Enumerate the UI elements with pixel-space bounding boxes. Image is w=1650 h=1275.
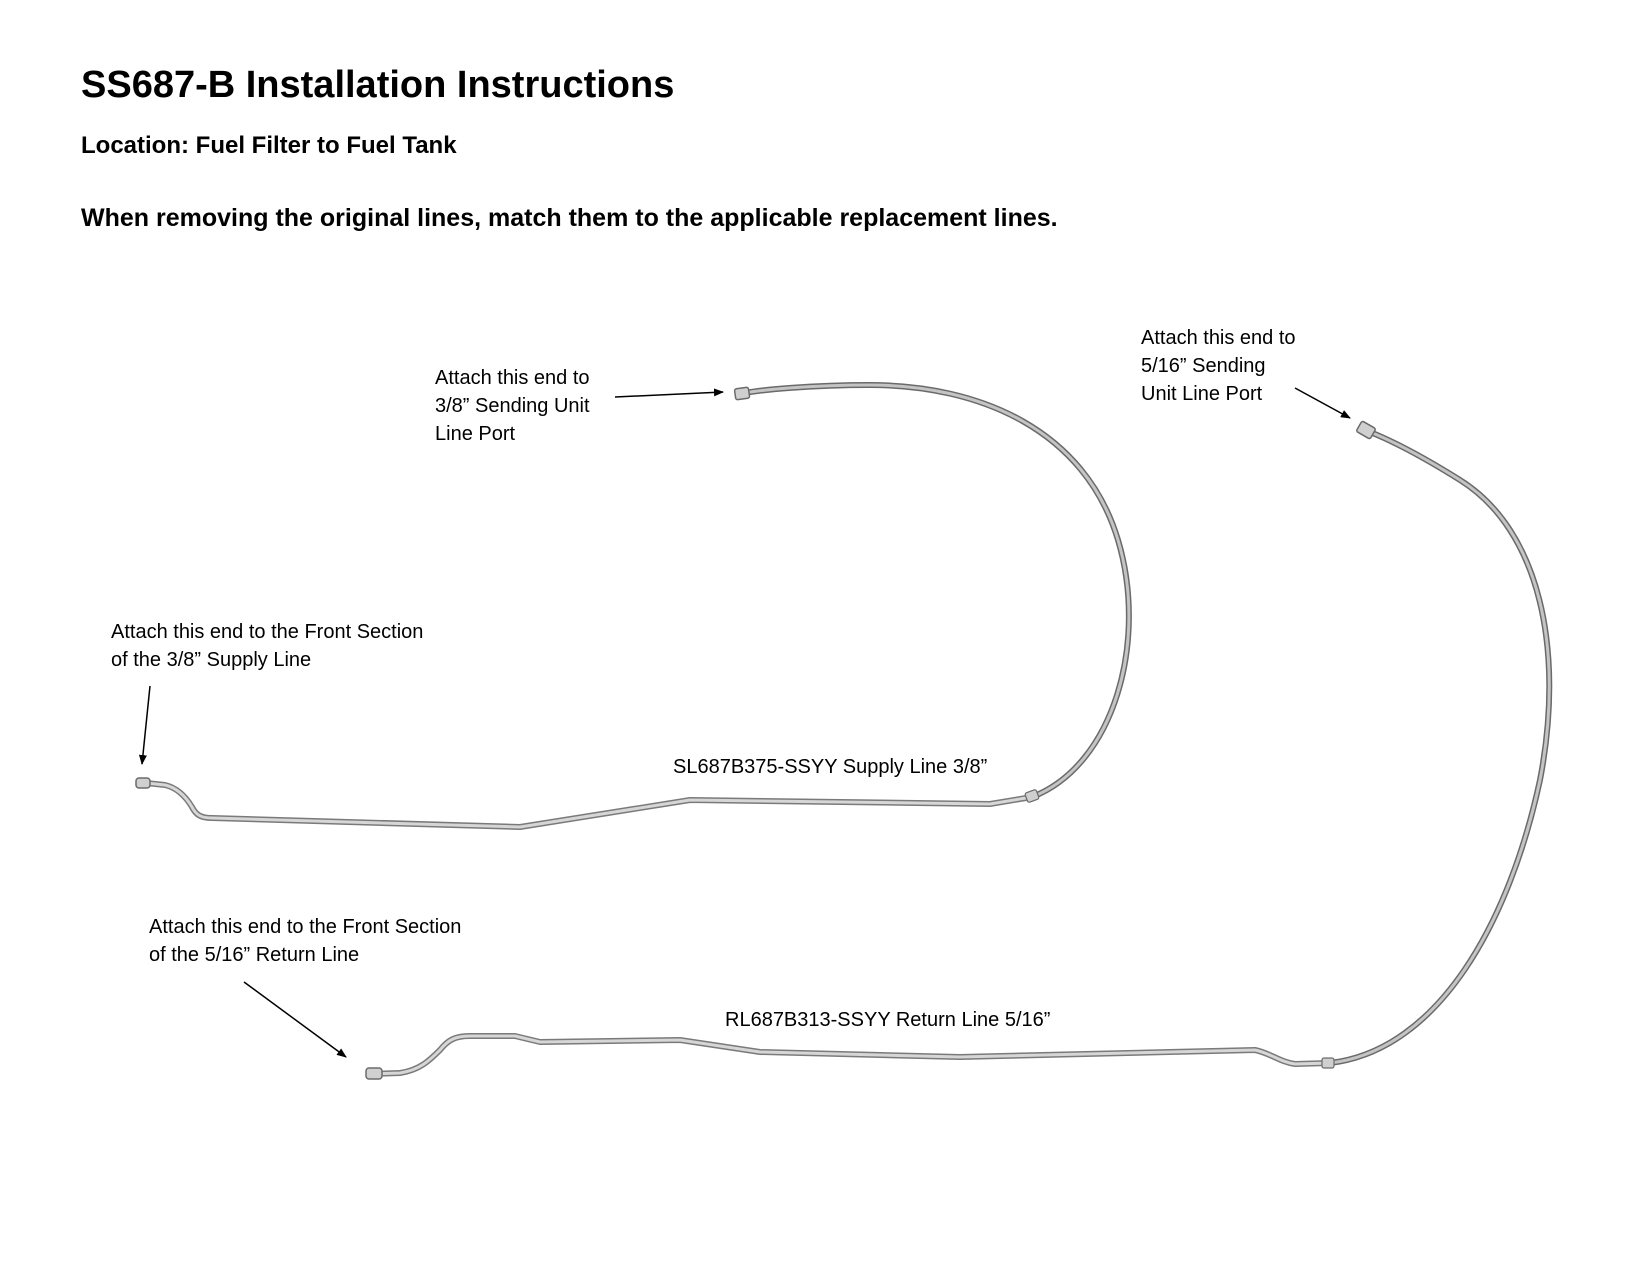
return-line-braided-outline <box>1327 429 1553 1066</box>
supply-line-front-fitting <box>135 777 151 789</box>
callout-line: Unit Line Port <box>1141 383 1263 405</box>
callout-line: Attach this end to the Front Section <box>149 916 462 938</box>
arrow-return-front-end <box>243 981 347 1058</box>
return-line-front-fitting <box>365 1067 383 1080</box>
callout-line: Attach this end to <box>435 367 590 389</box>
return-line-tank-fitting <box>1356 420 1376 440</box>
callout-line: Attach this end to the Front Section <box>111 621 424 643</box>
arrow-supply-front-end <box>138 685 151 765</box>
callout-supply-front-end: Attach this end to the Front Section of … <box>111 618 423 674</box>
supply-line-braided-outline <box>742 381 1132 800</box>
supply-line-tank-fitting <box>733 386 751 401</box>
callout-return-tank-end: Attach this end to 5/16” Sending Unit Li… <box>1141 324 1296 408</box>
arrow-supply-tank-end <box>614 388 724 398</box>
return-line-rigid-fill <box>370 1034 1332 1076</box>
supply-line-rigid-fill <box>144 781 1034 829</box>
page-title: SS687-B Installation Instructions <box>81 64 675 106</box>
return-line <box>365 420 1553 1080</box>
callout-line: 3/8” Sending Unit <box>435 395 590 417</box>
supply-line <box>135 381 1132 830</box>
callout-supply-tank-end: Attach this end to 3/8” Sending Unit Lin… <box>435 364 590 448</box>
callout-line: 5/16” Sending <box>1141 355 1266 377</box>
callout-line: Attach this end to <box>1141 327 1296 349</box>
return-line-part-label: RL687B313-SSYY Return Line 5/16” <box>725 1009 1051 1031</box>
return-line-braided-fill <box>1328 430 1551 1065</box>
instruction-text: When removing the original lines, match … <box>81 204 1058 232</box>
supply-line-braided-fill <box>743 383 1131 799</box>
callout-line: of the 5/16” Return Line <box>149 944 360 966</box>
callout-line: Line Port <box>435 423 516 445</box>
location-subtitle: Location: Fuel Filter to Fuel Tank <box>81 132 457 159</box>
supply-line-part-label: SL687B375-SSYY Supply Line 3/8” <box>673 756 988 778</box>
arrow-return-tank-end <box>1294 387 1351 419</box>
callout-line: of the 3/8” Supply Line <box>111 649 312 671</box>
return-line-crimp-sleeve <box>1321 1057 1335 1069</box>
callout-return-front-end: Attach this end to the Front Section of … <box>149 913 461 969</box>
supply-line-crimp-sleeve <box>1024 789 1040 803</box>
